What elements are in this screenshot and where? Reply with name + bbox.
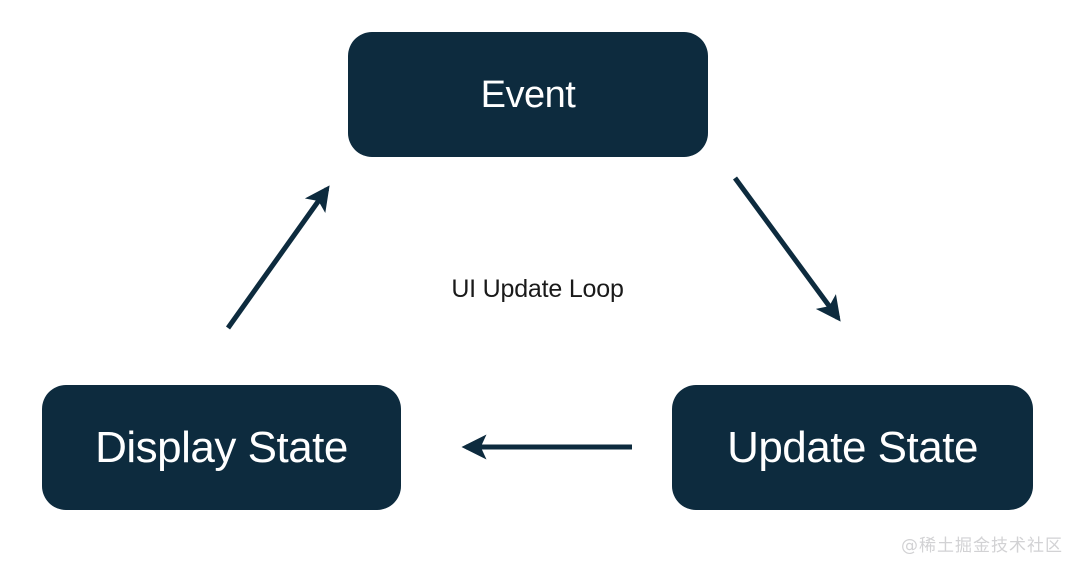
node-display-state[interactable]: Display State <box>42 385 401 510</box>
arrow-display-state-to-event <box>225 185 330 330</box>
node-event-label: Event <box>480 73 576 116</box>
node-update-state[interactable]: Update State <box>672 385 1033 510</box>
center-label: UI Update Loop <box>451 275 624 303</box>
node-update-state-label: Update State <box>727 422 978 472</box>
node-event[interactable]: Event <box>348 32 708 157</box>
arrow-event-to-update-state <box>732 176 841 322</box>
node-display-state-label: Display State <box>95 422 348 472</box>
watermark: @稀土掘金技术社区 <box>901 536 1063 556</box>
